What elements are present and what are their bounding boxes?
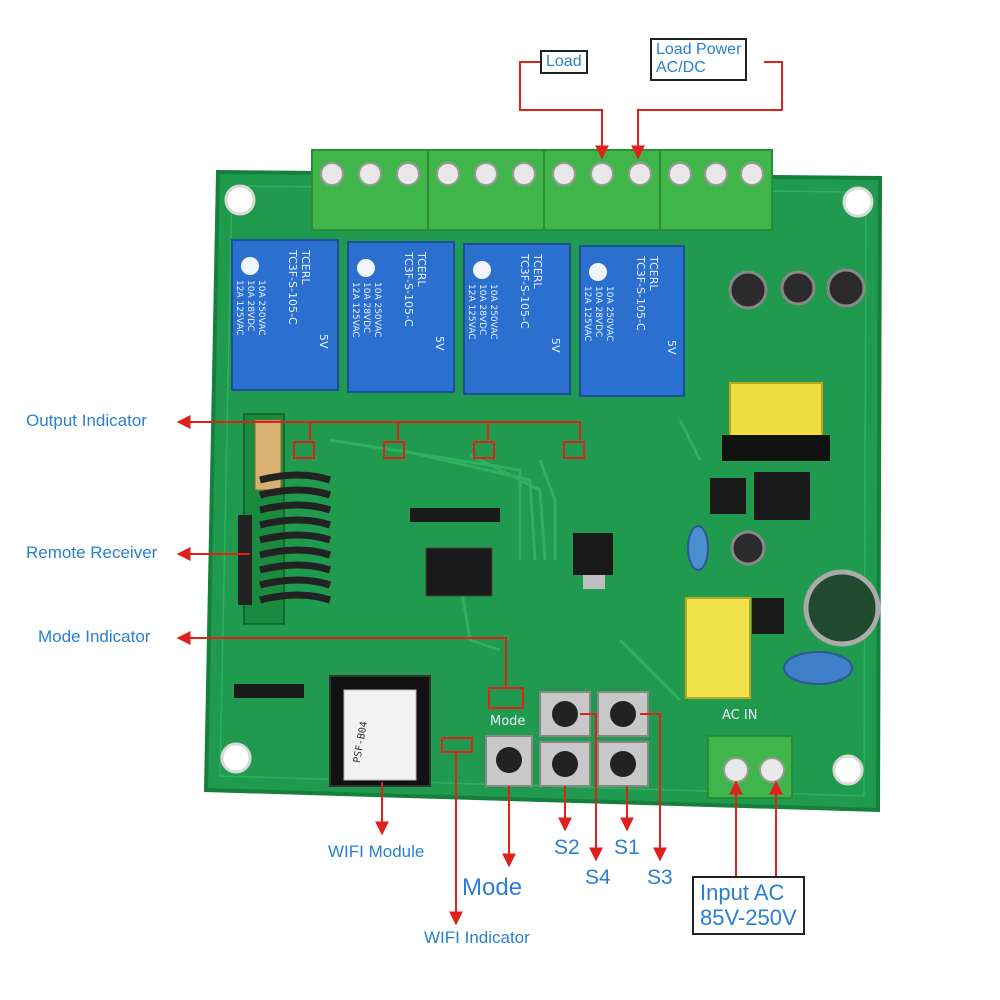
input-ac-label: Input AC 85V-250V [692,876,805,935]
remote-receiver-label: Remote Receiver [26,543,158,562]
power-ic [754,472,810,520]
push-buttons [485,691,649,787]
s3-label: S3 [647,866,673,889]
s4-label: S4 [585,866,611,889]
relay-voltage-3: 5V [549,338,562,353]
load-label: Load [540,50,588,75]
mounting-holes [220,184,874,786]
s2-label: S2 [554,836,580,859]
mode-label: Mode [462,874,523,901]
ac-input-terminal [707,735,793,799]
input-ac-line2: 85V-250V [700,905,797,931]
relay-model: TC3F-S-105-C [402,252,415,327]
relay-model: TC3F-S-105-C [518,254,531,329]
load-power-line1: Load Power [656,41,742,58]
relay-text-3: TCERL TC3F-S-105-C [518,254,544,329]
load-power-line2: AC/DC [656,59,706,77]
main-ic [425,547,493,597]
relay-voltage-1: 5V [317,334,330,349]
callout-arrows [176,61,783,926]
input-ac-line1: Input AC [700,880,785,905]
relay-text-2: TCERL TC3F-S-105-C [402,252,428,327]
capacitors [685,268,881,699]
relay-rating-4: 10A 250VAC 10A 28VDC 12A 125VAC [582,286,614,342]
s1-label: S1 [614,836,640,859]
relay-text-4: TCERL TC3F-S-105-C [634,256,660,331]
relay-brand: TCERL [299,250,312,285]
indicator-highlights [293,441,585,753]
terminal-blocks-top [311,149,773,231]
relays [231,239,685,397]
relay-text-1: TCERL TC3F-S-105-C [286,250,312,325]
wifi-module-chip [329,675,431,787]
regulator [573,533,613,575]
output-indicator-label: Output Indicator [26,411,147,430]
remote-receiver-module [238,413,332,625]
relay-brand: TCERL [647,256,660,291]
relay-model: TC3F-S-105-C [634,256,647,331]
relay-rating-2: 10A 250VAC 10A 28VDC 12A 125VAC [350,282,382,338]
relay-brand: TCERL [531,254,544,289]
header-pins [234,508,500,698]
mode-silk: Mode [490,714,526,729]
relay-model: TC3F-S-105-C [286,250,299,325]
wifi-indicator-label: WIFI Indicator [424,928,530,947]
relay-voltage-4: 5V [665,340,678,355]
load-label-text: Load [546,53,582,70]
mode-indicator-label: Mode Indicator [38,627,151,646]
pcb-traces [329,419,702,702]
relay-rating-1: 10A 250VAC 10A 28VDC 12A 125VAC [234,280,266,336]
relay-brand: TCERL [415,252,428,287]
relay-rating-3: 10A 250VAC 10A 28VDC 12A 125VAC [466,284,498,340]
relay-voltage-2: 5V [433,336,446,351]
wifi-module-label: WIFI Module [328,842,425,861]
load-power-label: Load Power AC/DC [650,38,748,81]
ac-in-silk: AC IN [722,708,758,723]
